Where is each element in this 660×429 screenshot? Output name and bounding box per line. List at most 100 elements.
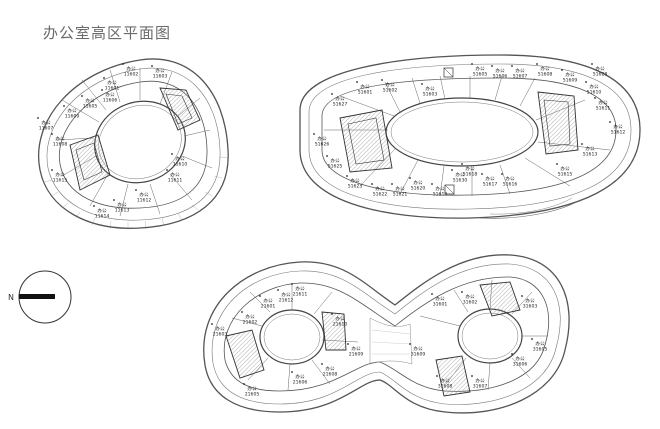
room-number-label: 51606 <box>493 74 508 80</box>
column-marker <box>326 155 328 157</box>
column-marker <box>243 383 245 385</box>
room-type-label: 办公 <box>263 297 273 304</box>
room-type-label: 办公 <box>41 119 51 126</box>
room-type-label: 办公 <box>540 65 550 72</box>
room-number-label: 51611 <box>596 106 611 112</box>
room-number-label: 51609 <box>563 78 578 84</box>
room-number-label: 11606 <box>103 98 118 104</box>
room-number-label: 51612 <box>611 130 626 136</box>
room-type-label: 办公 <box>67 107 77 114</box>
room-number-label: 51621 <box>393 192 408 198</box>
room-number-label: 21602 <box>243 320 258 326</box>
column-marker <box>347 343 349 345</box>
room-type-label: 办公 <box>330 157 340 164</box>
column-marker <box>436 375 438 377</box>
column-marker <box>585 81 587 83</box>
column-marker <box>594 97 596 99</box>
room-type-label: 办公 <box>413 179 423 186</box>
room-number-label: 11607 <box>39 126 54 132</box>
room-number-label: 11610 <box>173 162 188 168</box>
room-type-label: 办公 <box>560 165 570 172</box>
room-type-label: 办公 <box>170 171 180 178</box>
room-number-label: 51608 <box>538 72 553 78</box>
room-type-label: 办公 <box>325 365 335 372</box>
room-number-label: 51601 <box>358 90 373 96</box>
room-number-label: 31607 <box>473 384 488 390</box>
column-marker <box>531 338 533 340</box>
room-number-label: 31603 <box>523 304 538 310</box>
room-type-label: 办公 <box>395 185 405 192</box>
column-marker <box>63 105 65 107</box>
room-number-label: 51616 <box>503 182 518 188</box>
room-number-label: 51602 <box>383 88 398 94</box>
column-marker <box>391 183 393 185</box>
room-number-label: 51628 <box>593 72 608 78</box>
room-type-label: 办公 <box>215 325 225 332</box>
room-type-label: 办公 <box>495 67 505 74</box>
room-number-label: 11615 <box>53 178 68 184</box>
room-type-label: 办公 <box>55 171 65 178</box>
room-number-label: 11614 <box>95 214 110 220</box>
room-number-label: 11608 <box>53 142 68 148</box>
column-marker <box>556 163 558 165</box>
column-marker <box>331 313 333 315</box>
column-marker <box>471 63 473 65</box>
room-type-label: 办公 <box>117 201 127 208</box>
room-type-label: 办公 <box>155 67 165 74</box>
column-marker <box>431 183 433 185</box>
room-type-label: 办公 <box>375 185 385 192</box>
column-marker <box>113 199 115 201</box>
room-type-label: 办公 <box>126 65 136 72</box>
room-number-label: 21612 <box>279 298 294 304</box>
floor-plan-11: 办公11601办公11602办公11603办公11605办公11606办公116… <box>37 58 229 230</box>
column-marker <box>291 283 293 285</box>
room-type-label: 办公 <box>525 297 535 304</box>
room-number-label: 31606 <box>513 362 528 368</box>
column-marker <box>471 375 473 377</box>
room-number-label: 21606 <box>293 380 308 386</box>
column-marker <box>491 65 493 67</box>
room-number-label: 31608 <box>438 384 453 390</box>
column-marker <box>346 175 348 177</box>
column-marker <box>371 183 373 185</box>
column-marker <box>51 169 53 171</box>
column-marker <box>93 205 95 207</box>
room-type-label: 办公 <box>440 377 450 384</box>
column-marker <box>511 353 513 355</box>
room-type-label: 办公 <box>613 123 623 130</box>
column-marker <box>536 63 538 65</box>
north-label: N <box>8 293 14 302</box>
column-marker <box>51 133 53 135</box>
page-title: 办公室高区平面图 <box>43 24 172 42</box>
room-number-label: 21609 <box>349 352 364 358</box>
room-type-label: 办公 <box>55 135 65 142</box>
room-number-label: 51620 <box>411 186 426 192</box>
column-marker <box>122 63 124 65</box>
room-number-label: 51605 <box>473 72 488 78</box>
room-type-label: 办公 <box>175 155 185 162</box>
room-type-label: 办公 <box>85 97 95 104</box>
room-number-label: 51617 <box>483 182 498 188</box>
room-type-label: 办公 <box>97 207 107 214</box>
room-number-label: 11611 <box>168 178 183 184</box>
room-number-label: 51618 <box>463 172 478 178</box>
room-type-label: 办公 <box>595 65 605 72</box>
room-type-label: 办公 <box>245 313 255 320</box>
room-number-label: 11602 <box>124 72 139 78</box>
room-type-label: 办公 <box>435 185 445 192</box>
room-number-label: 51603 <box>423 92 438 98</box>
column-marker <box>609 121 611 123</box>
column-marker <box>81 95 83 97</box>
room-number-label: 11605 <box>83 104 98 110</box>
room-type-label: 办公 <box>139 191 149 198</box>
room-number-label: 21605 <box>245 392 260 398</box>
room-number-label: 21610 <box>333 322 348 328</box>
column-marker <box>331 93 333 95</box>
room-type-label: 办公 <box>485 175 495 182</box>
room-type-label: 办公 <box>515 67 525 74</box>
room-type-label: 办公 <box>295 285 305 292</box>
room-type-label: 办公 <box>335 315 345 322</box>
room-type-label: 办公 <box>435 295 445 302</box>
room-number-label: 31602 <box>463 300 478 306</box>
